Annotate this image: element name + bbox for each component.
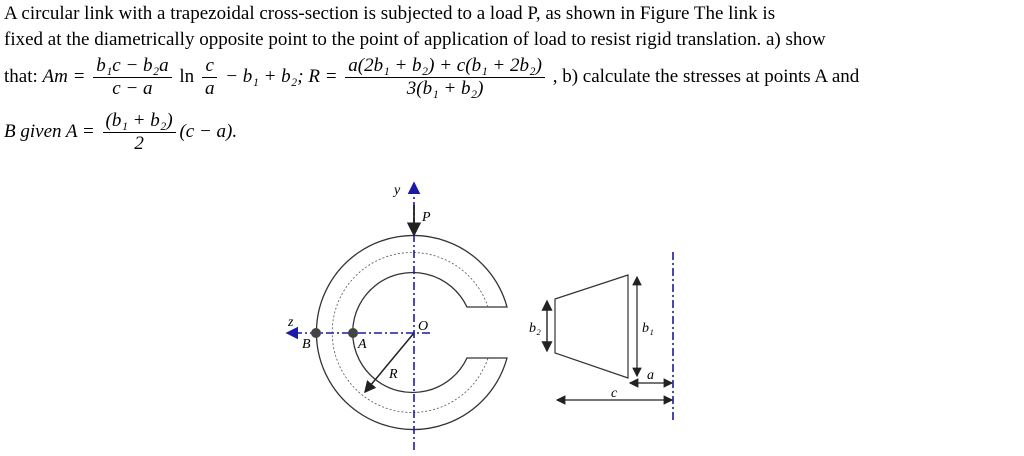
problem-line-4: B given A = (b₁ + b₂)2 (c − a). (4, 110, 237, 155)
label-z: z (287, 315, 294, 330)
denominator: 3(b₁ + b₂) (406, 78, 484, 99)
label-r: R (388, 367, 398, 382)
text: − b₁ + b₂; R = (225, 65, 338, 87)
label-b: B (302, 337, 311, 352)
numerator: b₁c − b₂a (93, 55, 172, 78)
point-b (311, 328, 321, 338)
denominator: a (204, 78, 215, 99)
label-y: y (392, 183, 401, 198)
problem-line-2: fixed at the diametrically opposite poin… (4, 29, 826, 50)
link-outline (315, 234, 508, 431)
denominator: 2 (134, 133, 144, 154)
denominator: c − a (112, 78, 153, 99)
label-b1: b₁ (642, 321, 654, 336)
label-a: a (647, 368, 654, 383)
text: (c − a). (179, 120, 238, 142)
label-b2: b₂ (529, 321, 541, 336)
text: , b) calculate the stresses at points A … (552, 65, 860, 87)
point-a (348, 328, 358, 338)
trapezoid-section (554, 274, 629, 379)
numerator: a(2b₁ + b₂) + c(b₁ + 2b₂) (345, 55, 545, 78)
text: B given A = (4, 120, 95, 142)
label-p: P (421, 210, 431, 225)
r-fraction: a(2b₁ + b₂) + c(b₁ + 2b₂)3(b₁ + b₂) (345, 55, 545, 100)
label-a-point: A (357, 337, 367, 352)
label-c: c (611, 386, 618, 401)
a-fraction: (b₁ + b₂)2 (102, 110, 176, 155)
text: that: (4, 65, 38, 87)
problem-line-1: A circular link with a trapezoidal cross… (4, 3, 776, 24)
numerator: c (202, 55, 217, 78)
am-symbol: Am = (42, 65, 86, 87)
radius-arrow (364, 332, 415, 394)
ln: ln (179, 65, 195, 87)
numerator: (b₁ + b₂) (102, 110, 176, 133)
label-o: O (418, 319, 428, 334)
